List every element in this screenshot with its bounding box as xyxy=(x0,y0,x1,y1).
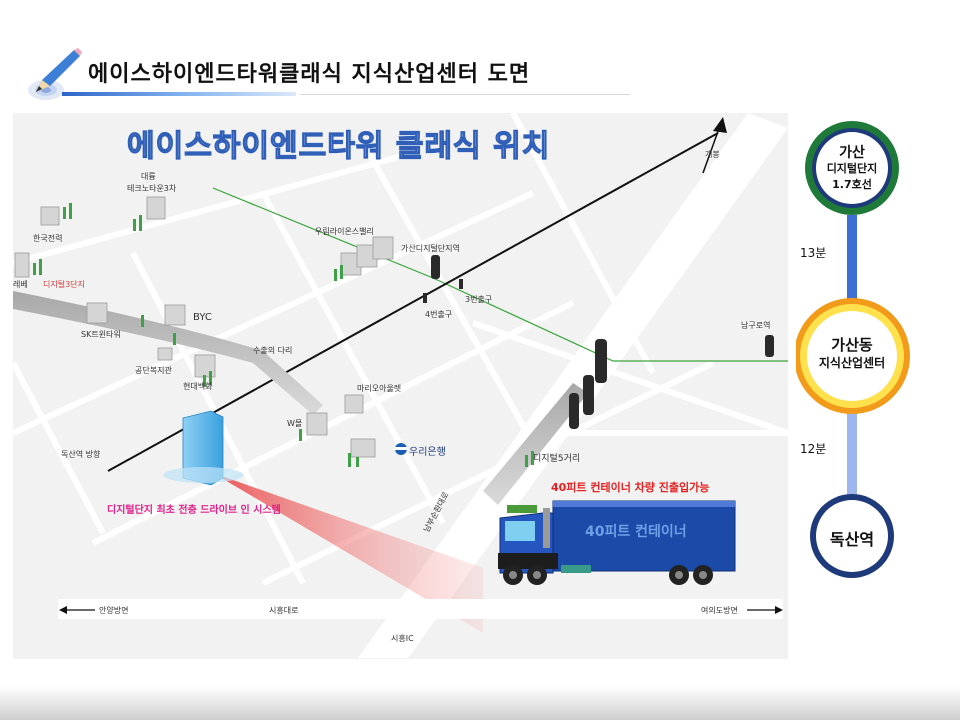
label-woori: 우리은행 xyxy=(409,447,446,458)
label-anyang: 안양방면 xyxy=(99,606,129,615)
route-line xyxy=(796,121,910,578)
label-siheung-ic: 시흥IC xyxy=(391,634,414,643)
label-bridge: 수출의 다리 xyxy=(253,346,293,355)
map-banner: 에이스하이엔드타워 클래식 위치 xyxy=(126,128,551,164)
label-sk: SK트윈타워 xyxy=(81,330,121,339)
label-byc: BYC xyxy=(193,312,212,323)
location-map: 에이스하이엔드타워 클래식 위치 대륭 테크노타운3차 개봉 한국전력 우림라이… xyxy=(13,113,788,659)
truck-label: 40피트 컨테이너 xyxy=(585,524,687,540)
page-title: 에이스하이엔드타워클래식 지식산업센터 도면 xyxy=(88,62,531,87)
route-panel: 가산 디지털단지 1.7호선 13분 가산동 지식산업센터 12분 독산역 xyxy=(796,120,946,590)
label-wmall: W몰 xyxy=(287,419,303,428)
label-kepco: 한국전력 xyxy=(33,234,63,243)
label-gaebong: 개봉 xyxy=(705,150,720,159)
road-network xyxy=(13,113,788,658)
label-woorim: 우림라이온스밸리 xyxy=(315,227,374,236)
label-exit3: 3번출구 xyxy=(465,295,493,304)
label-hyundai: 현대백화 xyxy=(183,382,213,391)
station-center-sub: 지식산업센터 xyxy=(818,356,886,370)
station-gasan-name: 가산 xyxy=(839,145,865,161)
time-center-to-doksan: 12분 xyxy=(800,442,827,456)
label-yeouido: 여의도방면 xyxy=(701,606,738,615)
title-underline-gray xyxy=(300,94,630,95)
station-gasan-lines: 1.7호선 xyxy=(832,178,872,191)
title-underline xyxy=(62,92,296,96)
time-gasan-to-center: 13분 xyxy=(800,246,827,260)
callout-container-access: 40피트 컨테이너 차량 진출입가능 xyxy=(551,481,710,494)
station-doksan-name: 독산역 xyxy=(829,530,875,549)
station-gasan-sub: 디지털단지 xyxy=(826,162,878,175)
label-doksan-dir: 독산역 방향 xyxy=(61,450,101,459)
label-technotown: 테크노타운3차 xyxy=(127,184,177,193)
label-mario: 마리오아울렛 xyxy=(357,384,402,393)
label-ebay: 레베 xyxy=(13,280,28,289)
pencil-icon xyxy=(22,46,84,104)
label-daeryung: 대륭 xyxy=(141,172,156,181)
label-siheung-road: 시흥대로 xyxy=(269,606,299,615)
label-digital5: 디지털5거리 xyxy=(533,454,581,464)
container-truck-icon xyxy=(498,500,736,585)
label-exit4: 4번출구 xyxy=(425,310,453,319)
label-gasan-station: 가산디지털단지역 xyxy=(401,244,460,253)
footer-bar xyxy=(0,686,960,720)
label-welfare: 공단복지관 xyxy=(135,366,172,375)
station-center-name: 가산동 xyxy=(831,336,873,354)
callout-drive-in: 디지털단지 최초 전층 드라이브 인 시스템 xyxy=(107,505,281,516)
label-namguro: 남구로역 xyxy=(741,321,771,330)
label-digital3: 디지털3단지 xyxy=(43,280,85,289)
